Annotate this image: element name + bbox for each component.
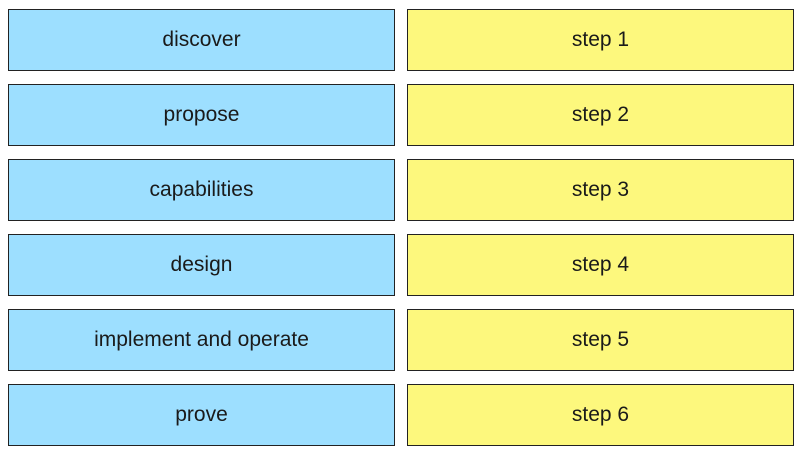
step-target-box[interactable]: step 6 <box>407 384 794 446</box>
option-label: propose <box>163 103 240 126</box>
step-target-box[interactable]: step 1 <box>407 9 794 71</box>
option-box[interactable]: prove <box>8 384 395 446</box>
step-target-box[interactable]: step 2 <box>407 84 794 146</box>
option-box[interactable]: propose <box>8 84 395 146</box>
option-box[interactable]: implement and operate <box>8 309 395 371</box>
option-label: implement and operate <box>94 328 309 351</box>
step-label: step 2 <box>571 103 630 126</box>
option-label: prove <box>175 403 228 426</box>
step-label: step 3 <box>571 178 630 201</box>
option-label: design <box>170 253 233 276</box>
step-label: step 6 <box>571 403 630 426</box>
option-box[interactable]: capabilities <box>8 159 395 221</box>
step-target-box[interactable]: step 4 <box>407 234 794 296</box>
step-label: step 5 <box>571 328 630 351</box>
step-label: step 1 <box>571 28 630 51</box>
option-box[interactable]: discover <box>8 9 395 71</box>
step-target-box[interactable]: step 3 <box>407 159 794 221</box>
option-box[interactable]: design <box>8 234 395 296</box>
step-target-box[interactable]: step 5 <box>407 309 794 371</box>
step-label: step 4 <box>571 253 630 276</box>
option-label: discover <box>162 28 241 51</box>
option-label: capabilities <box>149 178 254 201</box>
